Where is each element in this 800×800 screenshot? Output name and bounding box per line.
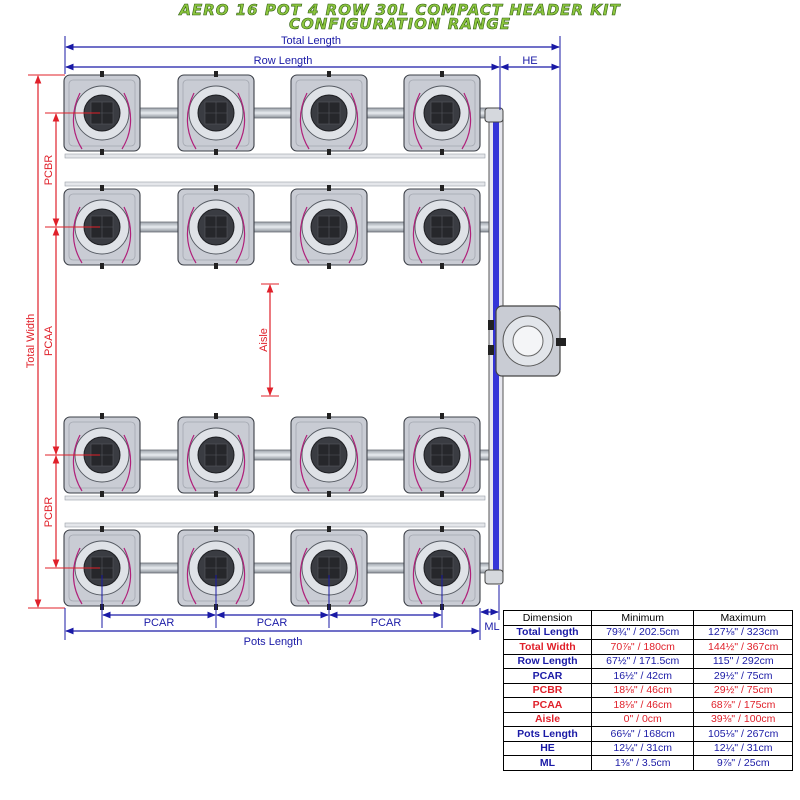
pcbr-top-label: PCBR — [43, 155, 55, 186]
dimension-min: 66⅛" / 168cm — [591, 726, 695, 742]
dimension-lines — [28, 36, 561, 640]
dimension-min: 1⅜" / 3.5cm — [591, 755, 695, 771]
dimension-max: 12¼" / 31cm — [693, 740, 793, 756]
pcar-label-3: PCAR — [371, 617, 402, 629]
dimension-min: 16½" / 42cm — [591, 668, 695, 684]
pcar-label-1: PCAR — [144, 617, 175, 629]
column-header: Dimension — [502, 610, 593, 626]
dimension-min: 18⅛" / 46cm — [591, 697, 695, 713]
pot — [403, 185, 481, 269]
pot — [403, 71, 481, 155]
dimension-min: 12¼" / 31cm — [591, 740, 695, 756]
rail — [64, 522, 486, 528]
pcbr-bottom-label: PCBR — [43, 497, 55, 528]
dimension-name: Total Width — [502, 639, 593, 655]
pot — [177, 413, 255, 497]
dimension-name: PCAA — [502, 697, 593, 713]
dimension-name: Row Length — [502, 653, 593, 669]
column-header: Minimum — [591, 610, 695, 626]
pot — [63, 526, 141, 610]
dimension-max: 115" / 292cm — [693, 653, 793, 669]
dimension-max: 105⅛" / 267cm — [693, 726, 793, 742]
dimension-name: PCAR — [502, 668, 593, 684]
header-tank — [488, 305, 566, 377]
total-width-label: Total Width — [25, 314, 37, 368]
rail — [64, 153, 486, 159]
dimension-max: 9⅞" / 25cm — [693, 755, 793, 771]
pots-group — [63, 71, 481, 610]
column-header: Maximum — [693, 610, 793, 626]
dimension-min: 0" / 0cm — [591, 711, 695, 727]
dimension-max: 29½" / 75cm — [693, 668, 793, 684]
pot — [403, 413, 481, 497]
dimension-max: 29½" / 75cm — [693, 682, 793, 698]
dimension-name: PCBR — [502, 682, 593, 698]
pot — [290, 71, 368, 155]
dimension-name: Pots Length — [502, 726, 593, 742]
dimension-name: ML — [502, 755, 593, 771]
aisle-label: Aisle — [258, 328, 270, 352]
pot — [63, 185, 141, 269]
ml-label: ML — [484, 621, 499, 633]
pcar-label-2: PCAR — [257, 617, 288, 629]
dimension-min: 67½" / 171.5cm — [591, 653, 695, 669]
row-length-label: Row Length — [254, 55, 313, 67]
pot — [63, 413, 141, 497]
dimension-name: HE — [502, 740, 593, 756]
pcaa-label: PCAA — [43, 325, 55, 356]
diagram-subtitle: CONFIGURATION RANGE — [289, 15, 511, 33]
pot — [403, 526, 481, 610]
rail — [64, 495, 486, 501]
dimension-max: 68⅞" / 175cm — [693, 697, 793, 713]
pot — [177, 526, 255, 610]
pots-length-label: Pots Length — [244, 636, 303, 648]
pot — [290, 413, 368, 497]
total-length-label: Total Length — [281, 35, 341, 47]
diagram-title: AERO 16 POT 4 ROW 30L COMPACT HEADER KIT — [179, 1, 621, 19]
he-label: HE — [522, 55, 537, 67]
table-header-row: Dimension Minimum Maximum — [502, 610, 793, 626]
rail — [64, 181, 486, 187]
dimension-name: Aisle — [502, 711, 593, 727]
dimension-max: 144½" / 367cm — [693, 639, 793, 655]
dimension-min: 70⅞" / 180cm — [591, 639, 695, 655]
dimension-max: 127⅛" / 323cm — [693, 624, 793, 640]
pot — [63, 71, 141, 155]
dimension-min: 18⅛" / 46cm — [591, 682, 695, 698]
dimension-min: 79¾" / 202.5cm — [591, 624, 695, 640]
dimension-name: Total Length — [502, 624, 593, 640]
pot — [290, 185, 368, 269]
dimension-max: 39⅜" / 100cm — [693, 711, 793, 727]
pot — [177, 71, 255, 155]
row-pipes — [64, 107, 493, 574]
pot — [177, 185, 255, 269]
